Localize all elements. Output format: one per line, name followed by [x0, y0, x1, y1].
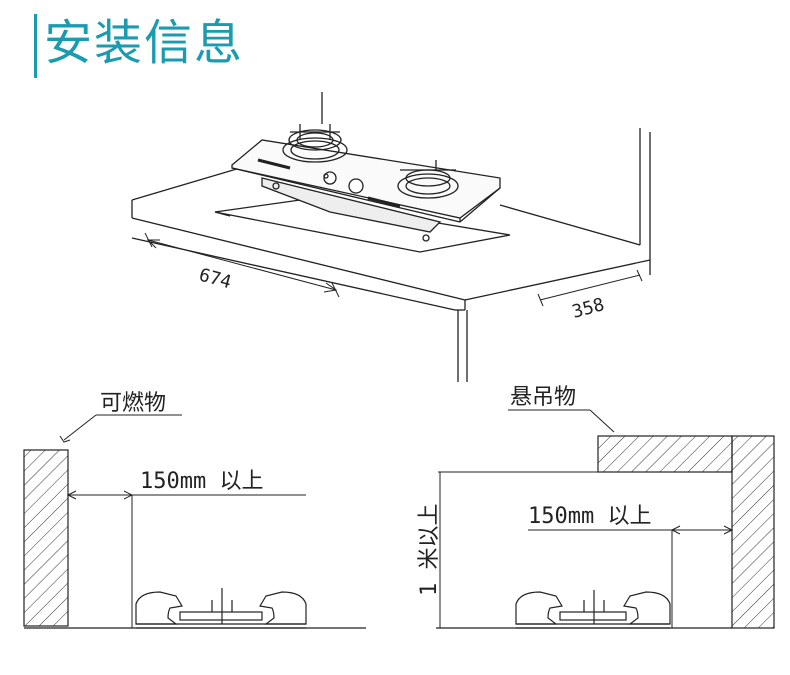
combustible-label: 可燃物 — [100, 391, 166, 416]
dimension-depth-label: 358 — [570, 294, 607, 323]
countertop-iso-view — [131, 92, 651, 382]
left-clearance-diagram — [23, 414, 366, 629]
dimension-depth — [537, 269, 643, 307]
dimension-width-label: 674 — [197, 265, 234, 294]
hanging-object-label: 悬吊物 — [510, 385, 576, 410]
cooktop-iso — [231, 124, 501, 242]
right-clearance-label: 150mm 以上 — [528, 504, 651, 529]
dimension-width — [144, 232, 340, 298]
height-clearance-label: 1 米以上 — [417, 504, 442, 597]
right-clearance-diagram — [436, 409, 775, 629]
left-clearance-label: 150mm 以上 — [140, 469, 263, 494]
page-title: 安装信息 — [44, 15, 245, 71]
title-accent-bar — [34, 14, 37, 78]
